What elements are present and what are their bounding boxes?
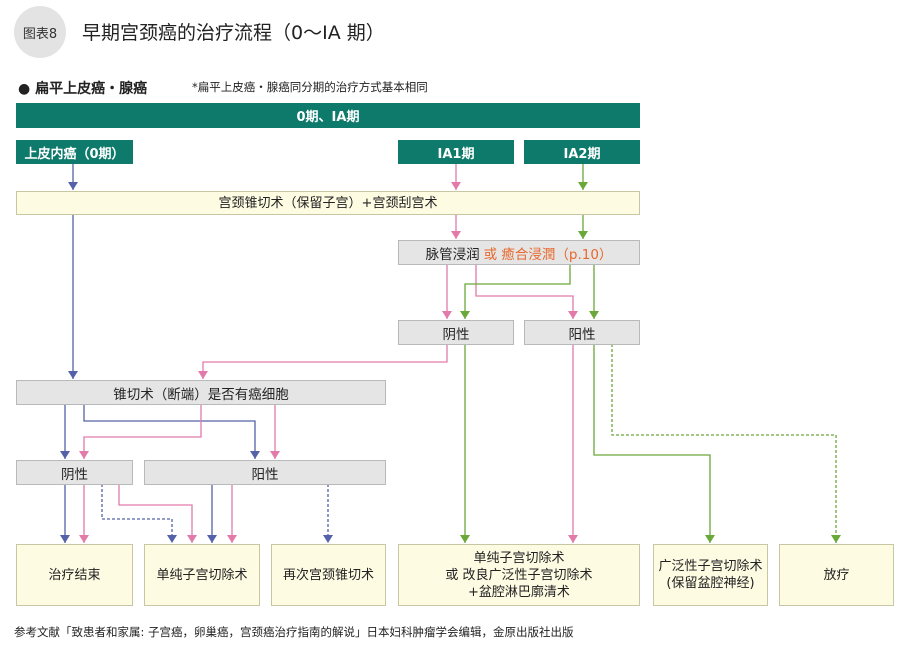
outcome-hysterectomy-lymphadenectomy: 单纯子宫切除术 或 改良广泛性子宫切除术 +盆腔淋巴廓清术 <box>398 544 640 606</box>
outcome-radical-hysterectomy: 广泛性子宫切除术 (保留盆腔神经) <box>653 544 768 606</box>
stage-bar: 0期、IA期 <box>16 103 640 128</box>
page-title: 早期宫颈癌的治疗流程（0～ⅠA 期） <box>82 22 385 44</box>
figure-badge: 图表8 <box>14 6 66 58</box>
outcome-treatment-end: 治疗结束 <box>16 544 133 606</box>
stage-ia1-box: ⅠA1期 <box>398 140 514 164</box>
margin-box: 锥切术（断端）是否有癌细胞 <box>16 380 386 405</box>
blue-dashed-arrow <box>101 484 177 543</box>
reference-footer: 参考文献「致患者和家属: 子宫癌，卵巢癌，宫颈癌治疗指南的解说」日本妇科肿瘤学会… <box>14 625 574 639</box>
green-dashed-arrow <box>611 344 841 543</box>
outcome-simple-hysterectomy: 单纯子宫切除术 <box>144 544 260 606</box>
pink-arrow <box>118 484 197 543</box>
left-negative-box: 阴性 <box>16 460 133 485</box>
conization-box: 宫颈锥切术（保留子宫）+宫颈刮宫术 <box>16 191 640 215</box>
outcome-radiotherapy: 放疗 <box>779 544 894 606</box>
stage-ia2-box: ⅠA2期 <box>524 140 640 164</box>
invasion-highlight: 或 癒合浸潤（p.10） <box>483 246 613 263</box>
pink-arrow <box>198 344 448 379</box>
pink-arrow <box>79 404 202 459</box>
green-arrow <box>593 344 715 543</box>
invasion-box: 脉管浸润或 癒合浸潤（p.10） <box>398 240 640 265</box>
stage-0-box: 上皮内癌（0期） <box>16 140 133 164</box>
green-arrow <box>460 264 571 319</box>
blue-arrow <box>83 404 260 459</box>
right-negative-box: 阴性 <box>398 320 514 345</box>
outcome-repeat-conization: 再次宫颈锥切术 <box>271 544 386 606</box>
invasion-text: 脉管浸润 <box>425 246 480 263</box>
pink-arrow <box>475 264 578 319</box>
section-note: *扁平上皮癌・腺癌同分期的治疗方式基本相同 <box>192 80 428 94</box>
left-positive-box: 阳性 <box>144 460 386 485</box>
right-positive-box: 阳性 <box>524 320 640 345</box>
section-label: ● 扁平上皮癌・腺癌 <box>18 81 148 97</box>
